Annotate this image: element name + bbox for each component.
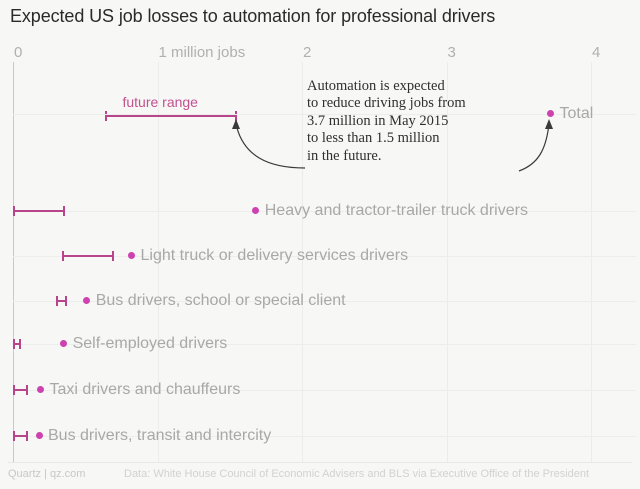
range-cap-low: [56, 296, 59, 306]
annotation-line-5: in the future.: [307, 147, 382, 164]
annotation-line-2: to reduce driving jobs from: [307, 95, 466, 112]
gridline-h: [13, 344, 636, 345]
legend-future-range-bar: [105, 115, 236, 117]
data-point-dot[interactable]: [547, 110, 555, 117]
y-axis-line: [13, 62, 14, 462]
range-cap-low: [13, 339, 15, 349]
chart-row[interactable]: Heavy and tractor-trailer truck drivers: [0, 200, 640, 222]
x-tick-label-4: 4: [592, 44, 601, 61]
future-range-bar: [13, 389, 28, 391]
row-label: Bus drivers, school or special client: [95, 292, 346, 309]
gridline-h: [13, 301, 636, 302]
data-point-dot[interactable]: [60, 340, 68, 347]
gridline-h: [13, 390, 636, 391]
data-point-dot[interactable]: [252, 207, 260, 214]
gridline-v-4: [591, 62, 592, 462]
range-cap-high: [26, 385, 29, 395]
page-title: Expected US job losses to automation for…: [10, 6, 496, 26]
row-label: Self-employed drivers: [72, 335, 228, 352]
row-label: Heavy and tractor-trailer truck drivers: [264, 202, 528, 219]
legend-range-cap-high: [234, 111, 237, 121]
annotation-line-1: Automation is expected: [307, 78, 445, 94]
future-range-bar: [56, 300, 67, 302]
gridline-v-3: [446, 62, 448, 462]
gridline-h: [13, 436, 636, 437]
annotation-line-3: 3.7 million in May 2015: [307, 112, 449, 129]
x-tick-label-1: 1 million jobs: [158, 44, 246, 61]
range-cap-high: [62, 206, 65, 216]
data-point-dot[interactable]: [83, 297, 91, 304]
chart-row[interactable]: Total: [0, 103, 640, 125]
range-cap-high: [26, 431, 29, 441]
footer-credit: Quartz | qz.com: [8, 468, 86, 480]
data-point-dot[interactable]: [35, 432, 43, 439]
x-tick-label-0: 0: [14, 44, 23, 61]
range-cap-low: [13, 385, 15, 395]
chart-row[interactable]: Bus drivers, school or special client: [0, 290, 640, 312]
data-point-dot[interactable]: [36, 386, 44, 393]
gridline-v-1: [157, 62, 159, 462]
row-label: Total: [559, 105, 594, 122]
range-cap-low: [62, 251, 65, 261]
annotation-text: Automation is expected to reduce driving…: [307, 78, 466, 165]
x-tick-label-3: 3: [447, 44, 456, 61]
gridline-v-2: [302, 62, 303, 462]
range-cap-low: [13, 206, 15, 216]
future-range-bar: [13, 435, 28, 437]
gridline-h: [13, 114, 636, 115]
range-cap-high: [65, 296, 68, 306]
chart-row[interactable]: Light truck or delivery services drivers: [0, 245, 640, 267]
gridline-h: [13, 211, 636, 212]
range-cap-high: [19, 339, 22, 349]
legend-range-cap-low: [105, 111, 108, 121]
chart-row[interactable]: Taxi drivers and chauffeurs: [0, 379, 640, 401]
chart-row[interactable]: Self-employed drivers: [0, 333, 640, 355]
future-range-bar: [62, 255, 113, 257]
footer-source: Data: White House Council of Economic Ad…: [124, 468, 590, 480]
row-label: Taxi drivers and chauffeurs: [49, 381, 241, 398]
future-range-bar: [13, 210, 64, 212]
row-label: Light truck or delivery services drivers: [140, 247, 409, 264]
footer-divider: [8, 462, 632, 463]
legend-future-range-label: future range: [122, 94, 198, 110]
data-point-dot[interactable]: [127, 252, 135, 259]
x-tick-label-2: 2: [303, 44, 312, 61]
range-cap-high: [111, 251, 114, 261]
future-range-bar: [13, 343, 21, 345]
row-label: Bus drivers, transit and intercity: [48, 427, 272, 444]
annotation-line-4: to less than 1.5 million: [307, 130, 440, 147]
range-cap-low: [13, 431, 15, 441]
gridline-h: [13, 256, 636, 257]
chart-row[interactable]: Bus drivers, transit and intercity: [0, 425, 640, 447]
